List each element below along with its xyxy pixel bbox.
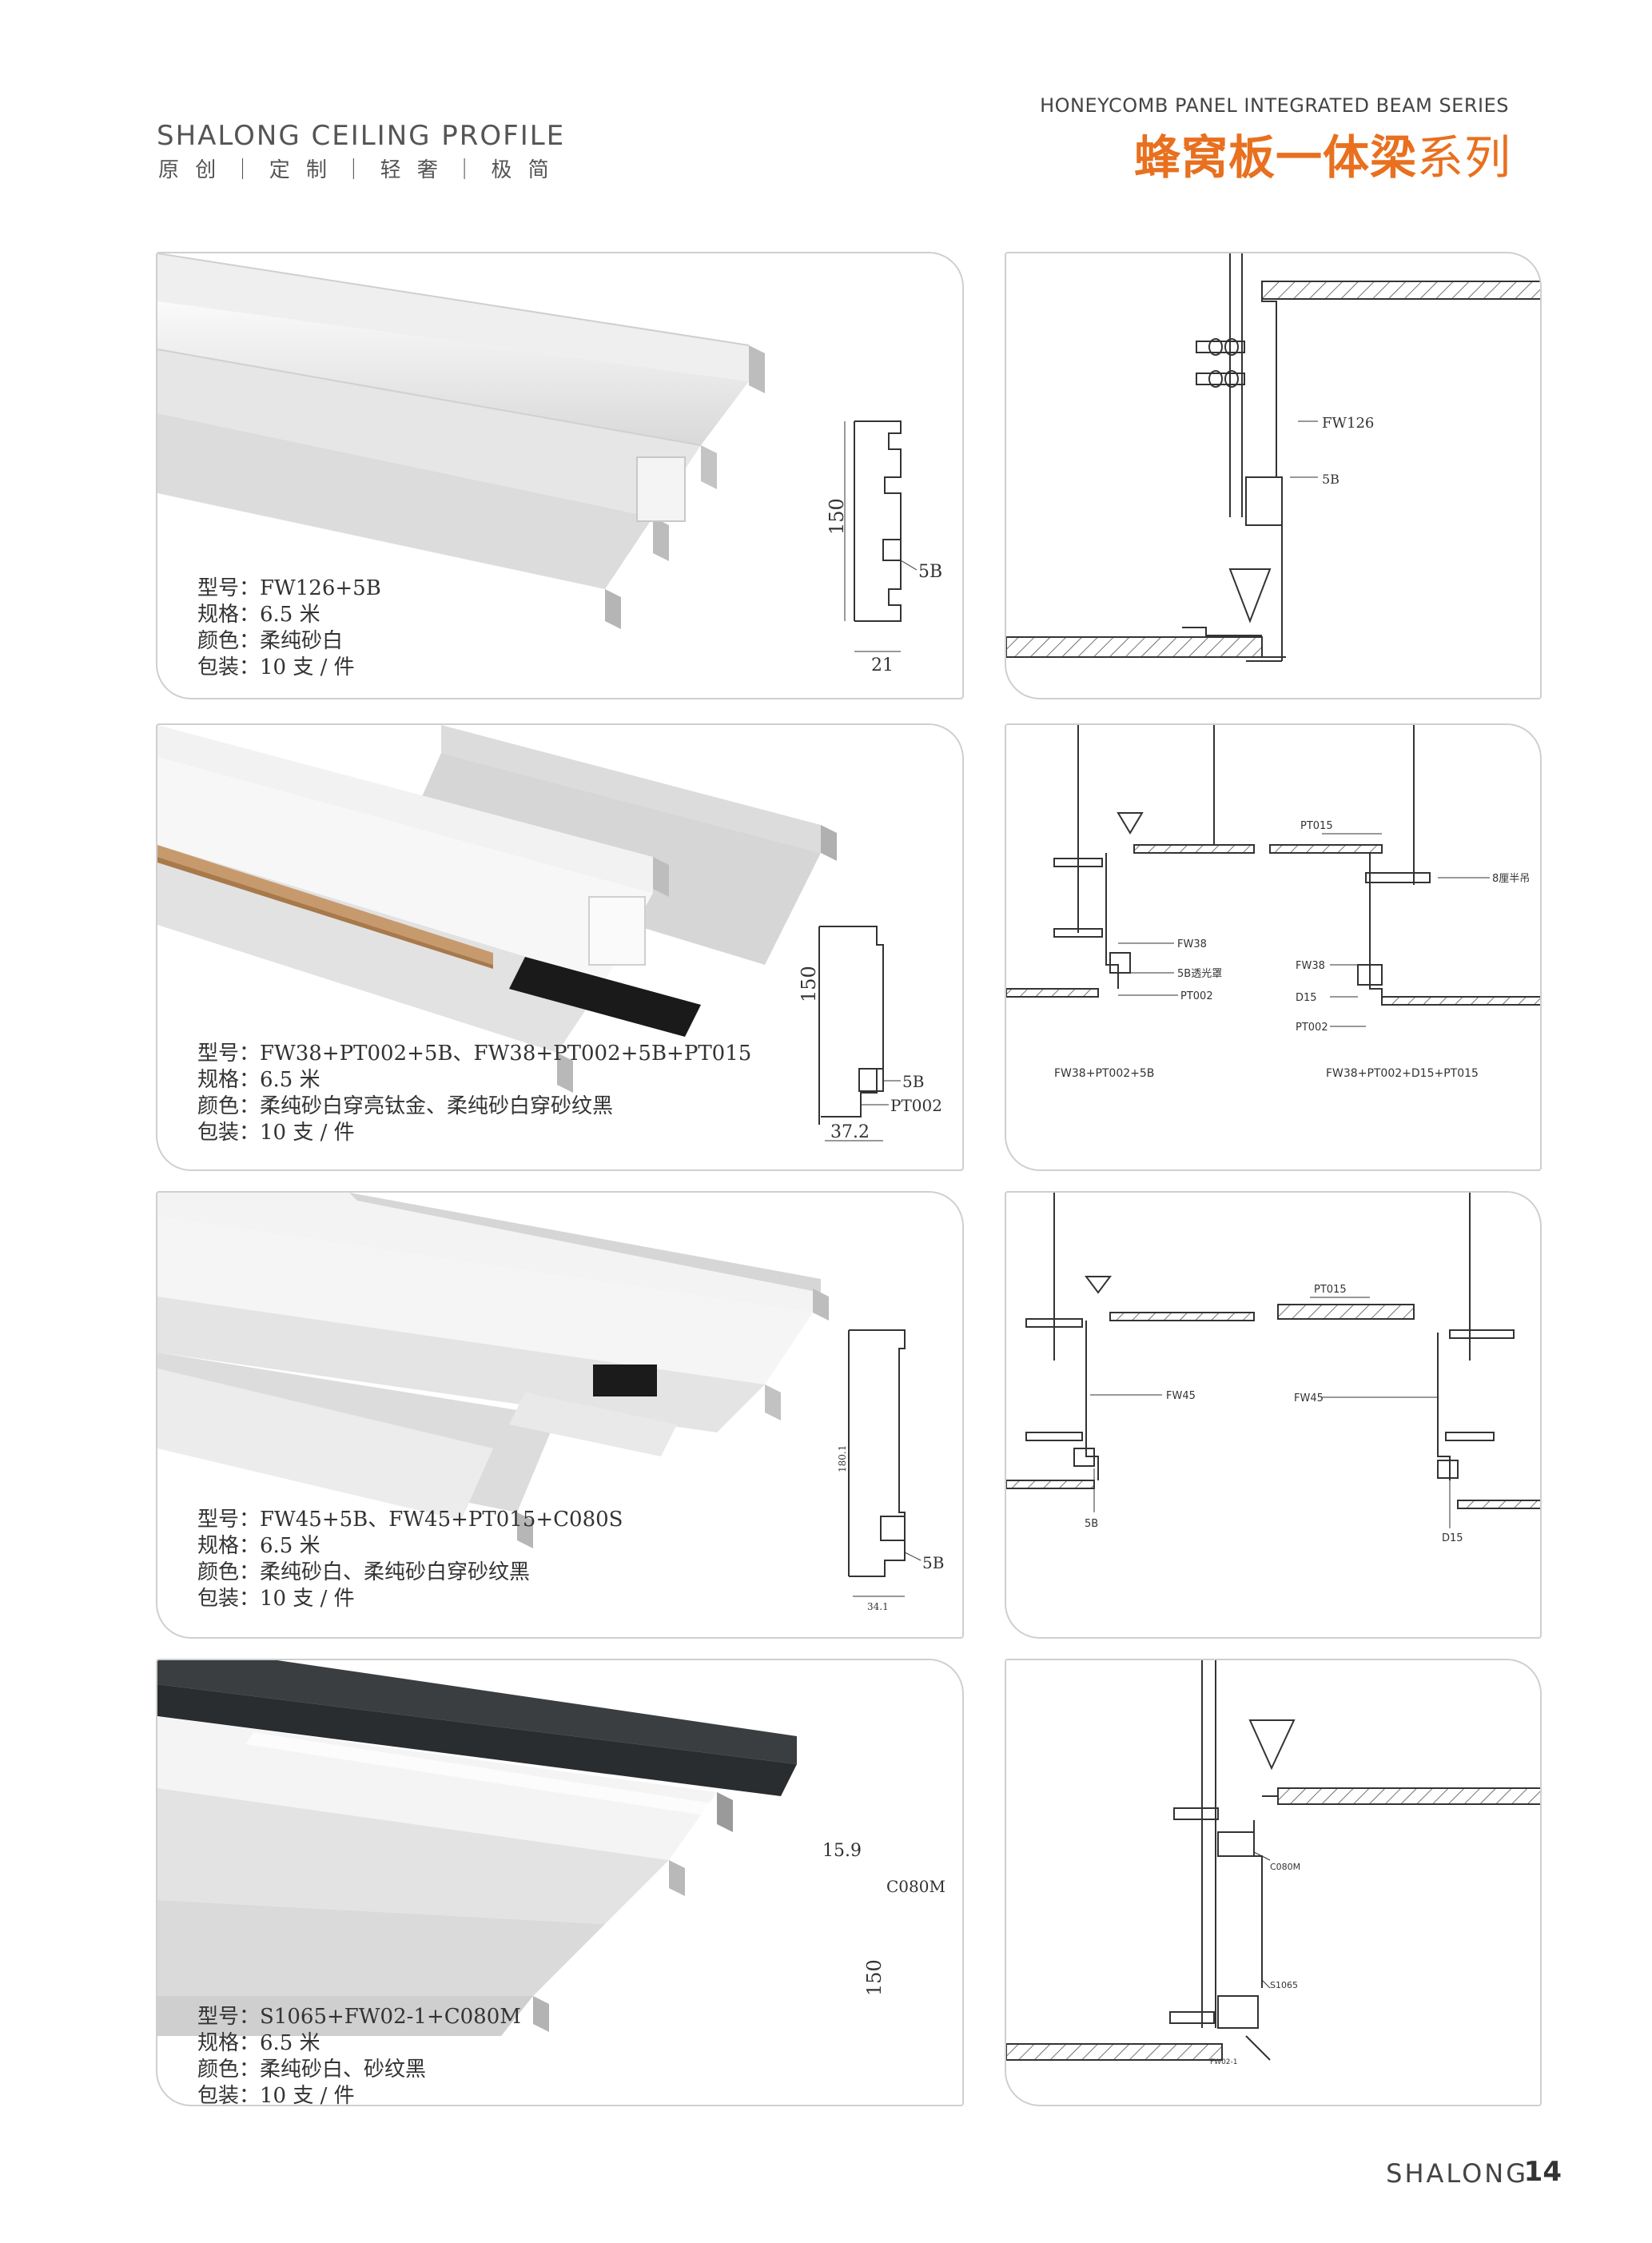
install-label-c080m: C080M (1270, 1862, 1300, 1872)
product-card-2: 150 5B PT002 37.2 型号：FW38+PT002+5B、FW38+… (156, 723, 964, 1171)
product-card-1: 150 5B 21 型号：FW126+5B 规格：6.5 米 颜色：柔纯砂白 包… (156, 252, 964, 699)
install-diagram-2: PT015 8厘半吊 FW38 5B透光罩 PT002 FW38 D15 PT0… (1006, 725, 1540, 1080)
product-card-3: 180.1 5B 34.1 型号：FW45+5B、FW45+PT015+C080… (156, 1191, 964, 1639)
install-label-hanger: 8厘半吊 (1492, 873, 1530, 885)
series-title-cn: 蜂窝板一体梁系列 (1134, 120, 1511, 187)
profile-height-label: 180.1 (837, 1445, 848, 1472)
profile-width-label: 34.1 (867, 1601, 889, 1612)
product-photo-2: 150 5B PT002 37.2 (157, 725, 942, 1142)
spec-color: 颜色：柔纯砂白穿亮钛金、柔纯砂白穿砂纹黑 (197, 1094, 614, 1118)
spec-packing: 包装：10 支 / 件 (197, 655, 355, 679)
footer-brand: SHALONG (1386, 2158, 1528, 2189)
profile-width-label: 37.2 (830, 1122, 870, 1142)
spec-block-1: 型号：FW126+5B 规格：6.5 米 颜色：柔纯砂白 包装：10 支 / 件 (197, 576, 381, 681)
install-label-pt015: PT015 (1300, 820, 1333, 832)
spec-size: 规格：6.5 米 (197, 1068, 320, 1092)
install-label-fw45-left: FW45 (1166, 1390, 1196, 1402)
install-diagram-4: C080M S1065 FW02-1 (1006, 1660, 1540, 2066)
spec-size: 规格：6.5 米 (197, 2031, 320, 2055)
install-card-1: FW126 5B (1005, 252, 1542, 699)
spec-packing: 包装：10 支 / 件 (197, 2084, 355, 2106)
profile-height-label: 150 (826, 498, 848, 535)
install-label-fw38-left: FW38 (1177, 938, 1207, 950)
series-title-cn-light: 系列 (1416, 130, 1511, 185)
install-label-d15: D15 (1442, 1532, 1463, 1544)
product-photo-1: 150 5B 21 (157, 253, 942, 675)
profile-height-label: 150 (863, 1959, 886, 1996)
profile-drawing-3 (848, 1329, 922, 1597)
spec-size: 规格：6.5 米 (197, 1534, 320, 1558)
install-caption-right: FW38+PT002+D15+PT015 (1326, 1067, 1479, 1080)
install-label-fw02: FW02-1 (1210, 2058, 1238, 2066)
brand-tagline: 原 创 ｜ 定 制 ｜ 轻 奢 ｜ 极 简 (158, 158, 554, 182)
install-label-5b: 5B (1322, 472, 1340, 487)
install-label-light-cover: 5B透光罩 (1177, 968, 1222, 980)
profile-part-label: 5B (922, 1553, 944, 1572)
spec-block-3: 型号：FW45+5B、FW45+PT015+C080S 规格：6.5 米 颜色：… (197, 1507, 623, 1612)
install-label-pt002-left: PT002 (1180, 990, 1213, 1002)
spec-block-2: 型号：FW38+PT002+5B、FW38+PT002+5B+PT015 规格：… (197, 1041, 751, 1146)
install-label-pt002-right: PT002 (1296, 1022, 1328, 1034)
profile-part-label: 5B (902, 1072, 924, 1091)
profile-width-label: 21 (871, 655, 894, 675)
install-caption-left: FW38+PT002+5B (1054, 1067, 1154, 1080)
profile-drawing-2 (818, 926, 901, 1141)
install-label-pt015: PT015 (1314, 1284, 1347, 1296)
install-label-s1065: S1065 (1270, 1980, 1298, 1990)
spec-model: 型号：S1065+FW02-1+C080M (197, 2005, 521, 2029)
install-card-4: C080M S1065 FW02-1 (1005, 1659, 1542, 2106)
series-title-en: HONEYCOMB PANEL INTEGRATED BEAM SERIES (1040, 94, 1509, 117)
spec-color: 颜色：柔纯砂白、柔纯砂白穿砂纹黑 (197, 1560, 531, 1584)
spec-color: 颜色：柔纯砂白 (197, 629, 344, 653)
brand-title: SHALONG CEILING PROFILE (157, 120, 566, 152)
install-label-fw126: FW126 (1322, 415, 1374, 432)
spec-model: 型号：FW38+PT002+5B、FW38+PT002+5B+PT015 (197, 1042, 752, 1066)
profile-part-label: C080M (886, 1877, 945, 1896)
profile-drawing-1 (844, 420, 918, 652)
spec-packing: 包装：10 支 / 件 (197, 1587, 355, 1611)
install-label-fw45-right: FW45 (1294, 1392, 1324, 1404)
spec-packing: 包装：10 支 / 件 (197, 1121, 355, 1145)
profile-height-label: 150 (798, 966, 820, 1002)
install-card-2: PT015 8厘半吊 FW38 5B透光罩 PT002 FW38 D15 PT0… (1005, 723, 1542, 1171)
profile-part-label: 5B (918, 562, 942, 582)
spec-model: 型号：FW126+5B (197, 576, 381, 600)
page-number: 14 (1523, 2156, 1562, 2188)
series-title-cn-bold: 蜂窝板一体梁 (1133, 130, 1417, 185)
spec-color: 颜色：柔纯砂白、砂纹黑 (197, 2058, 427, 2082)
spec-block-4: 型号：S1065+FW02-1+C080M 规格：6.5 米 颜色：柔纯砂白、砂… (197, 2004, 521, 2106)
product-card-4: 15.9 C080M 150 型号：S1065+FW02-1+C080M 规格：… (156, 1659, 964, 2106)
install-diagram-3: PT015 FW45 FW45 5B D15 (1006, 1193, 1540, 1544)
install-label-fw38-right: FW38 (1296, 960, 1325, 972)
spec-size: 规格：6.5 米 (197, 603, 320, 627)
product-photo-3: 180.1 5B 34.1 (157, 1193, 944, 1612)
install-label-5b: 5B (1085, 1518, 1098, 1530)
product-photo-4: 15.9 C080M 150 (157, 1660, 945, 2036)
profile-top-label: 15.9 (822, 1841, 862, 1861)
spec-model: 型号：FW45+5B、FW45+PT015+C080S (197, 1508, 623, 1532)
install-card-3: PT015 FW45 FW45 5B D15 (1005, 1191, 1542, 1639)
install-diagram-1: FW126 5B (1006, 253, 1540, 662)
profile-part2-label: PT002 (890, 1096, 942, 1115)
install-label-d15: D15 (1296, 992, 1317, 1004)
